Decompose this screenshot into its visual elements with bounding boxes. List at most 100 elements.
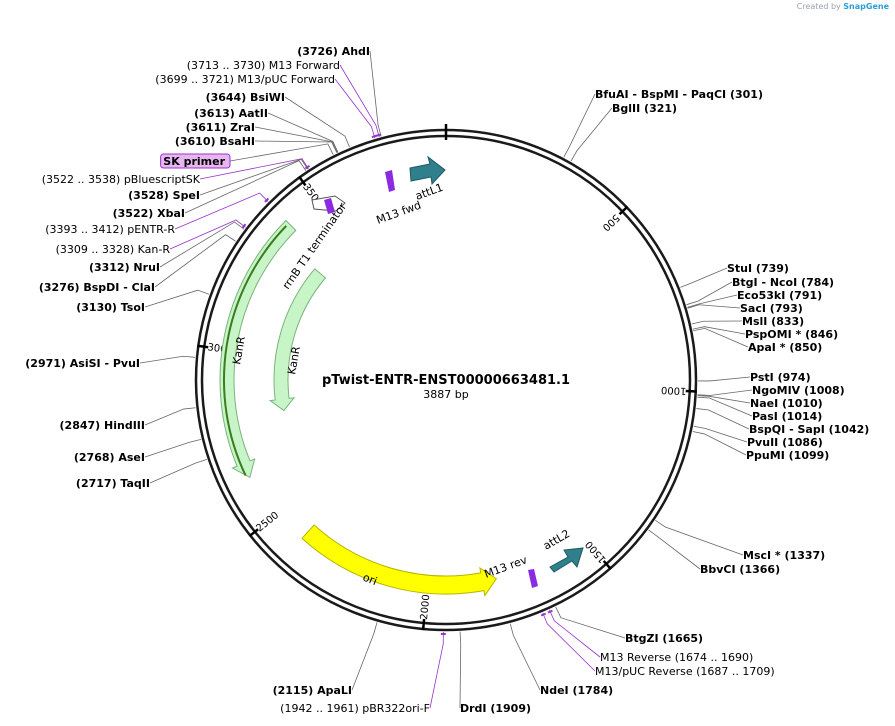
site-leader-line — [509, 623, 541, 691]
restriction-site-label[interactable]: BtgI - NcoI (784) — [732, 276, 834, 289]
tick-label: 2000 — [419, 594, 432, 620]
primer-site-label[interactable]: (3699 .. 3721) M13/pUC Forward — [155, 73, 335, 86]
restriction-site-label[interactable]: DrdI (1909) — [460, 702, 531, 715]
primer-site-label[interactable]: M13 Reverse (1674 .. 1690) — [600, 651, 753, 664]
site-leader-line — [563, 93, 596, 158]
primer-site-label[interactable]: (1942 .. 1961) pBR322ori-F — [280, 702, 430, 715]
site-leader-line — [693, 327, 749, 348]
restriction-site-label[interactable]: MslI (833) — [742, 315, 804, 328]
restriction-site-label[interactable]: (3312) NruI — [89, 261, 160, 274]
plasmid-name: pTwist-ENTR-ENST00000663481.1 — [322, 373, 570, 388]
restriction-site-label[interactable]: (3276) BspDI - ClaI — [39, 281, 155, 294]
feature-kanr-outer[interactable]: KanR — [219, 219, 297, 479]
restriction-site-label[interactable]: PstI (974) — [750, 371, 811, 384]
tick-mark — [298, 175, 307, 187]
restriction-site-label[interactable]: MscI * (1337) — [743, 549, 825, 562]
feature-attl2[interactable]: attL2 — [541, 527, 584, 573]
restriction-site-label[interactable]: (3644) BsiWI — [206, 91, 285, 104]
restriction-site-label[interactable]: (3130) TsoI — [76, 301, 145, 314]
site-leader-line — [570, 107, 613, 162]
restriction-site-label[interactable]: (2971) AsiSI - PvuI — [25, 357, 140, 370]
primer-label-box — [160, 153, 231, 169]
site-leader-line — [229, 143, 334, 162]
primer-site-label[interactable]: (3309 .. 3328) Kan-R — [56, 243, 171, 256]
site-leader-line — [267, 112, 339, 153]
restriction-sites: (3726) AhdI(3713 .. 3730) M13 Forward(36… — [25, 45, 869, 715]
restriction-site-label[interactable]: (3726) AhdI — [297, 45, 370, 58]
primer-site-label[interactable]: M13/pUC Reverse (1687 .. 1709) — [595, 665, 775, 678]
tick-mark — [421, 618, 426, 631]
snapgene-logo: SnapGene — [843, 2, 889, 11]
restriction-site-label[interactable]: (2717) TaqII — [76, 477, 150, 490]
restriction-site-label[interactable]: (3611) ZraI — [186, 121, 255, 134]
restriction-site-label[interactable]: (3522) XbaI — [113, 207, 185, 220]
primer-site-label[interactable]: (3393 .. 3412) pENTR-R — [45, 223, 175, 236]
restriction-site-label[interactable]: ApaI * (850) — [748, 341, 822, 354]
feature-attl1[interactable]: attL1 — [409, 155, 446, 203]
restriction-site-label[interactable]: BfuAI - BspMI - PaqCI (301) — [595, 88, 763, 101]
m13-fwd-label: M13 fwd — [375, 199, 423, 227]
restriction-site-label[interactable]: (3613) AatII — [194, 107, 268, 120]
site-leader-line — [687, 304, 741, 309]
tick-mark — [248, 528, 259, 538]
restriction-site-label[interactable]: PspOMI * (846) — [745, 328, 838, 341]
restriction-site-label[interactable]: (2768) AseI — [74, 451, 145, 464]
restriction-site-label[interactable]: NgoMIV (1008) — [752, 384, 845, 397]
tick-label: 1500 — [584, 538, 609, 564]
site-leader-line — [692, 326, 746, 335]
tick-mark — [602, 560, 612, 571]
kanr-inner-label: KanR — [285, 345, 303, 376]
site-leader-line — [691, 320, 743, 325]
site-leader-line — [351, 622, 378, 691]
restriction-site-label[interactable]: StuI (739) — [727, 262, 789, 275]
restriction-site-label[interactable]: SK primer — [163, 155, 225, 168]
restriction-site-label[interactable]: BtgZI (1665) — [625, 632, 703, 645]
site-leader-line — [697, 376, 751, 382]
attl2-label: attL2 — [541, 527, 572, 553]
feature-kanr-inner[interactable]: KanR — [268, 268, 327, 412]
primer-site-label[interactable]: (3713 .. 3730) M13 Forward — [187, 59, 340, 72]
plasmid-size: 3887 bp — [423, 388, 468, 401]
site-leader-line — [696, 408, 750, 430]
restriction-site-label[interactable]: Eco53kI (791) — [737, 289, 822, 302]
restriction-site-label[interactable]: SacI (793) — [740, 302, 803, 315]
site-leader-line — [655, 519, 744, 556]
restriction-site-label[interactable]: BglII (321) — [612, 102, 677, 115]
ori-label: ori — [361, 571, 379, 588]
site-leader-line — [199, 158, 309, 180]
site-leader-line — [184, 160, 307, 214]
feature-m13-fwd-small — [324, 198, 335, 214]
restriction-site-label[interactable]: NdeI (1784) — [540, 684, 613, 697]
primer-site-mark — [376, 133, 382, 137]
site-leader-line — [697, 389, 753, 396]
restriction-site-label[interactable]: NaeI (1010) — [750, 397, 823, 410]
restriction-site-label[interactable]: BbvCI (1366) — [700, 563, 780, 576]
site-leader-line — [697, 396, 753, 417]
restriction-site-label[interactable]: PasI (1014) — [752, 410, 822, 423]
site-leader-line — [648, 529, 701, 570]
site-leader-line — [254, 140, 338, 154]
restriction-site-label[interactable]: (2115) ApaLI — [273, 684, 352, 697]
restriction-site-label[interactable]: (3610) BsaHI — [175, 135, 255, 148]
site-leader-line — [159, 221, 245, 268]
restriction-site-label[interactable]: (3528) SpeI — [128, 189, 200, 202]
primer-site-mark — [547, 609, 553, 614]
tick-label: 500 — [600, 212, 621, 233]
m13-rev-label: M13 rev — [483, 553, 530, 581]
site-leader-line — [174, 192, 269, 230]
restriction-site-label[interactable]: PpuMI (1099) — [746, 449, 829, 462]
site-leader-line — [687, 294, 738, 308]
restriction-site-label[interactable]: (2847) HindIII — [60, 419, 145, 432]
tick-mark — [197, 344, 209, 349]
site-leader-line — [339, 64, 380, 138]
feature-ori[interactable]: ori — [301, 524, 498, 597]
primer-site-label[interactable]: (3522 .. 3538) pBluescriptSK — [42, 173, 201, 186]
restriction-site-label[interactable]: PvuII (1086) — [747, 436, 823, 449]
site-leader-line — [199, 158, 309, 196]
site-leader-line — [334, 78, 376, 139]
tick-label: 2500 — [254, 510, 281, 534]
site-leader-line — [697, 395, 751, 404]
restriction-site-label[interactable]: BspQI - SapI (1042) — [749, 423, 869, 436]
